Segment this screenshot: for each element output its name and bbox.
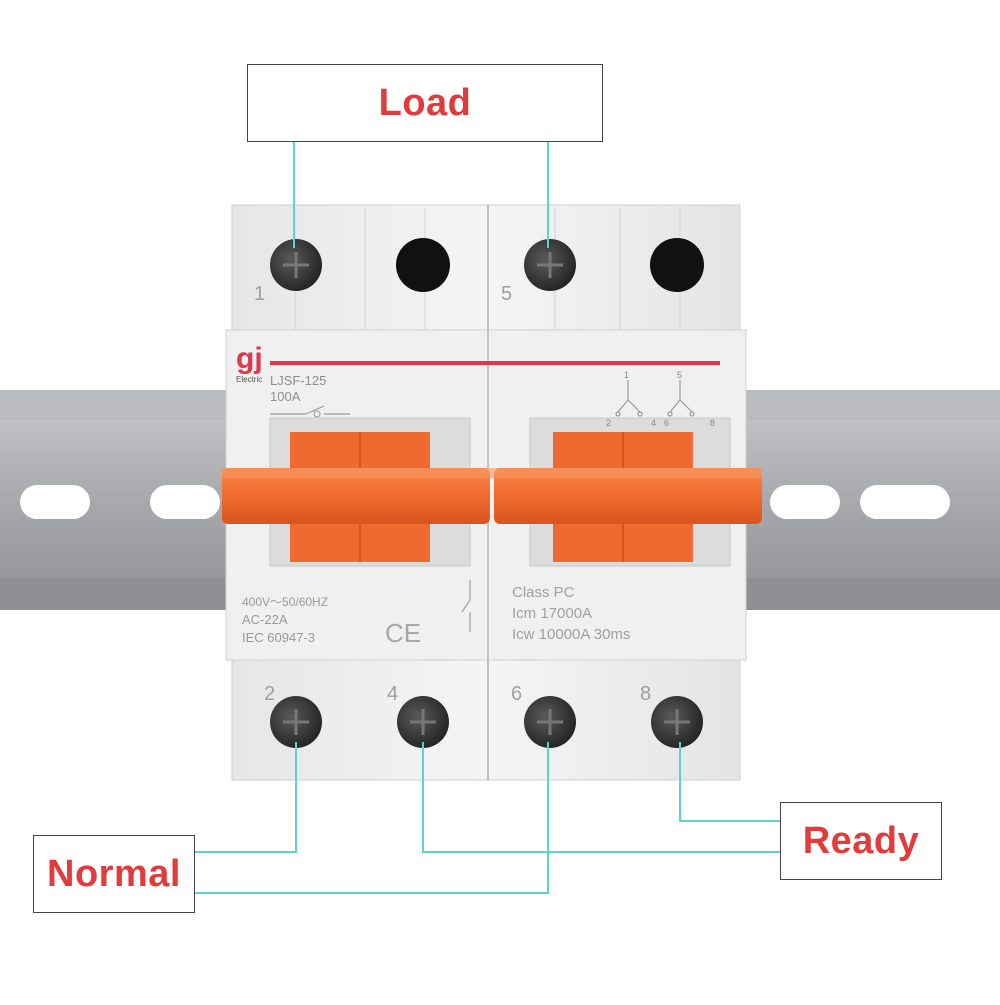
rail-slot [20,485,90,519]
brand-name: Electric [236,375,262,384]
top-terminals [270,238,704,292]
schematic-number-8: 8 [710,418,715,428]
terminal-number-8: 8 [640,683,651,705]
connector-wires [195,142,780,894]
spec-class: Class PC [512,584,575,601]
normal-label-box: Normal [33,835,195,913]
terminal-number-6: 6 [511,683,522,705]
terminal-number-4: 4 [387,683,398,705]
wiring-schematic [615,380,695,417]
ce-mark: CE [385,618,421,648]
terminal-hole [650,238,704,292]
schematic-number-1: 1 [624,370,629,380]
load-label: Load [378,81,472,124]
wire-ready-8 [679,742,780,822]
switch-symbol-icon [461,580,471,632]
spec-icm: Icm 17000A [512,605,592,622]
handle-bar[interactable] [222,468,762,524]
ready-label: Ready [802,819,920,862]
wire-ready-4 [422,742,780,853]
rated-current: 100A [270,389,301,404]
terminal-number-2: 2 [264,683,275,705]
rail-slot [770,485,840,519]
schematic-number-2: 2 [606,418,611,428]
schematic-number-6: 6 [664,418,669,428]
normal-label: Normal [47,852,181,895]
wire-normal-2 [195,742,297,853]
rail-slot [150,485,220,519]
load-label-box: Load [247,64,603,142]
switch-symbol-icon [270,405,350,415]
wire-normal-6 [195,742,549,894]
brand-logo: gj [236,342,263,375]
rail-slot [860,485,950,519]
schematic-number-4: 4 [651,418,656,428]
terminal-hole [396,238,450,292]
terminal-number-5: 5 [501,283,512,305]
terminal-number-1: 1 [254,283,265,305]
spec-icw: Icw 10000A 30ms [512,626,630,643]
spec-category: AC-22A [242,612,288,627]
bottom-terminals [270,696,703,748]
ready-label-box: Ready [780,802,942,880]
model-number: LJSF-125 [270,373,326,388]
schematic-number-5: 5 [677,370,682,380]
spec-standard: IEC 60947-3 [242,630,315,645]
spec-voltage: 400V～50/60HZ [242,595,328,609]
